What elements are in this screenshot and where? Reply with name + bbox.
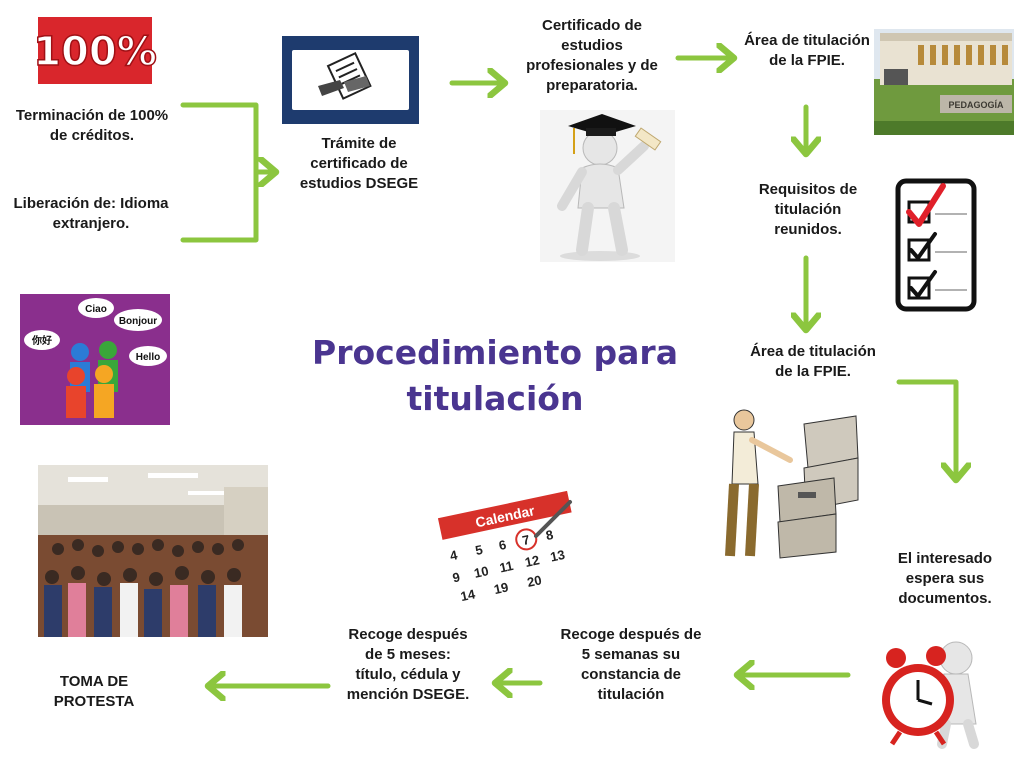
checklist-icon	[895, 178, 977, 312]
svg-text:4: 4	[449, 547, 460, 563]
graduate-figure-icon	[540, 110, 675, 262]
title-line-1: Procedimiento para	[312, 333, 678, 372]
step-liberacion-idioma: Liberación de: Idioma extranjero.	[13, 195, 169, 232]
svg-text:PEDAGOGÍA: PEDAGOGÍA	[948, 100, 1004, 110]
svg-text:10: 10	[473, 563, 490, 581]
svg-text:7: 7	[521, 532, 531, 548]
svg-text:14: 14	[459, 586, 477, 604]
filing-cabinet-clerk-icon	[718, 406, 862, 566]
svg-text:100%: 100%	[33, 29, 157, 75]
svg-text:20: 20	[526, 572, 543, 590]
step-certificado-estudios: Certificado de estudios profesionales y …	[526, 17, 658, 94]
diagram-title: Procedimiento para titulación	[300, 330, 690, 422]
alarm-clock-figure-icon	[880, 632, 984, 750]
svg-text:6: 6	[497, 537, 507, 553]
svg-text:11: 11	[498, 558, 515, 576]
bracket-merge	[180, 102, 259, 243]
step-area-titulacion-1: Área de titulación de la FPIE.	[744, 32, 870, 69]
svg-text:9: 9	[451, 569, 461, 585]
svg-text:13: 13	[549, 547, 566, 565]
svg-text:你好: 你好	[31, 334, 52, 347]
svg-text:19: 19	[492, 579, 509, 597]
step-recoge-5-semanas: Recoge después de 5 semanas su constanci…	[560, 626, 702, 703]
step-area-titulacion-2: Área de titulación de la FPIE.	[750, 343, 876, 380]
step-espera-documentos: El interesado espera sus documentos.	[897, 550, 993, 607]
step-terminacion-creditos: Terminación de 100% de créditos.	[15, 107, 169, 144]
step-toma-de-protesta: TOMA DE PROTESTA	[53, 673, 135, 710]
svg-text:12: 12	[524, 552, 541, 570]
badge-100-percent-icon: 100%	[32, 17, 158, 84]
svg-text:Ciao: Ciao	[85, 304, 107, 315]
calendar-icon: Calendar 4 5 6 7 8 9 10 11 12 13 14 19 2…	[437, 490, 578, 604]
arrow-area2-to-espera	[896, 379, 956, 480]
languages-speech-icon: Ciao Bonjour 你好 Hello	[20, 294, 170, 425]
step-requisitos-reunidos: Requisitos de titulación reunidos.	[758, 181, 858, 238]
svg-text:5: 5	[474, 542, 484, 558]
certificate-document-icon	[282, 36, 419, 124]
svg-text:Hello: Hello	[136, 352, 160, 363]
step-tramite-certificado: Trámite de certificado de estudios DSEGE	[299, 135, 419, 192]
ceremony-audience-photo	[38, 465, 268, 637]
fpie-building-photo: PEDAGOGÍA	[874, 29, 1014, 135]
svg-text:Bonjour: Bonjour	[119, 316, 157, 327]
title-line-2: titulación	[406, 379, 584, 418]
svg-text:8: 8	[544, 527, 554, 543]
step-recoge-5-meses: Recoge después de 5 meses: título, cédul…	[346, 626, 470, 703]
